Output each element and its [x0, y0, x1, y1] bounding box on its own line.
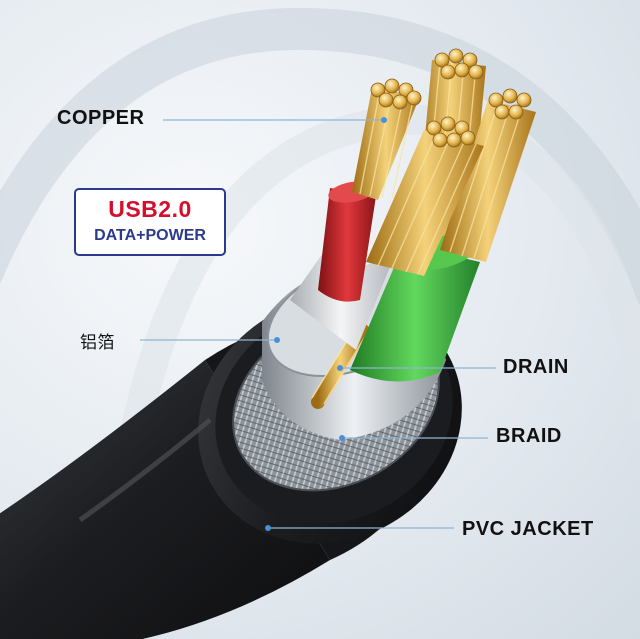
braid-label: BRAID — [496, 425, 562, 447]
badge-title: USB2.0 — [108, 196, 192, 222]
badge-subtitle: DATA+POWER — [94, 227, 206, 244]
drain-label: DRAIN — [503, 356, 569, 378]
usb-spec-badge: USB2.0 DATA+POWER — [74, 188, 226, 256]
copper-strands — [352, 48, 536, 276]
copper-label: COPPER — [57, 107, 145, 129]
leader-dots — [265, 117, 387, 531]
pvc-jacket-label: PVC JACKET — [462, 518, 594, 540]
leader-lines — [140, 119, 496, 529]
foil-label: 铝箔 — [80, 333, 115, 353]
